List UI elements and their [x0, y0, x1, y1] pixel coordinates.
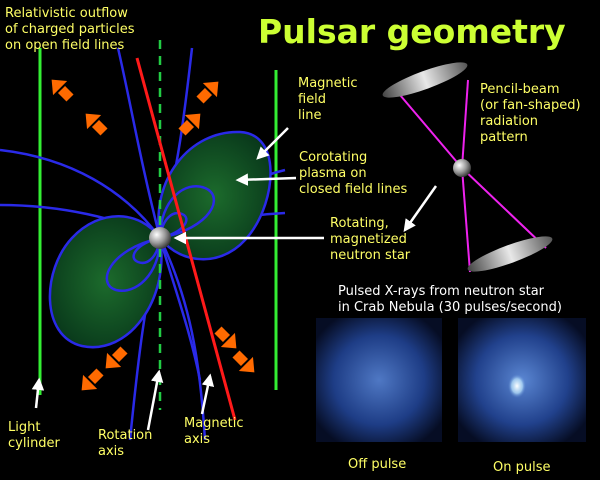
xray-caption: Pulsed X-rays from neutron star in Crab … — [338, 284, 562, 315]
outflow-arrows — [51, 79, 255, 391]
closed-field-lines — [105, 185, 216, 292]
neutron-star — [149, 227, 171, 249]
beam-pattern — [382, 62, 553, 273]
off-pulse-label: Off pulse — [348, 457, 407, 472]
xray-image-off — [316, 318, 442, 442]
corotating-plasma-lobes — [48, 130, 272, 349]
magnetic-axis-label: Magnetic axis — [184, 416, 244, 447]
plasma-lobe-lower — [48, 215, 163, 349]
page-title: Pulsar geometry — [258, 12, 566, 51]
beam-neutron-star — [453, 159, 471, 177]
neutron-star-label: Rotating, magnetized neutron star — [330, 216, 411, 263]
light-cylinder-label: Light cylinder — [8, 420, 60, 451]
rotation-axis-label: Rotation axis — [98, 428, 153, 459]
field-line-label: Magnetic field line — [298, 76, 358, 123]
on-pulse-label: On pulse — [493, 460, 551, 475]
pointer-arrows — [31, 127, 438, 431]
beam-lobe-lower — [467, 236, 553, 272]
xray-images — [316, 318, 586, 442]
outflow-label: Relativistic outflow of charged particle… — [5, 6, 135, 53]
xray-pulsar-spot — [508, 374, 526, 398]
corotating-plasma-label: Corotating plasma on closed field lines — [299, 150, 408, 197]
beam-pattern-label: Pencil-beam (or fan-shaped) radiation pa… — [480, 82, 581, 145]
beam-lobe-upper — [382, 62, 468, 98]
